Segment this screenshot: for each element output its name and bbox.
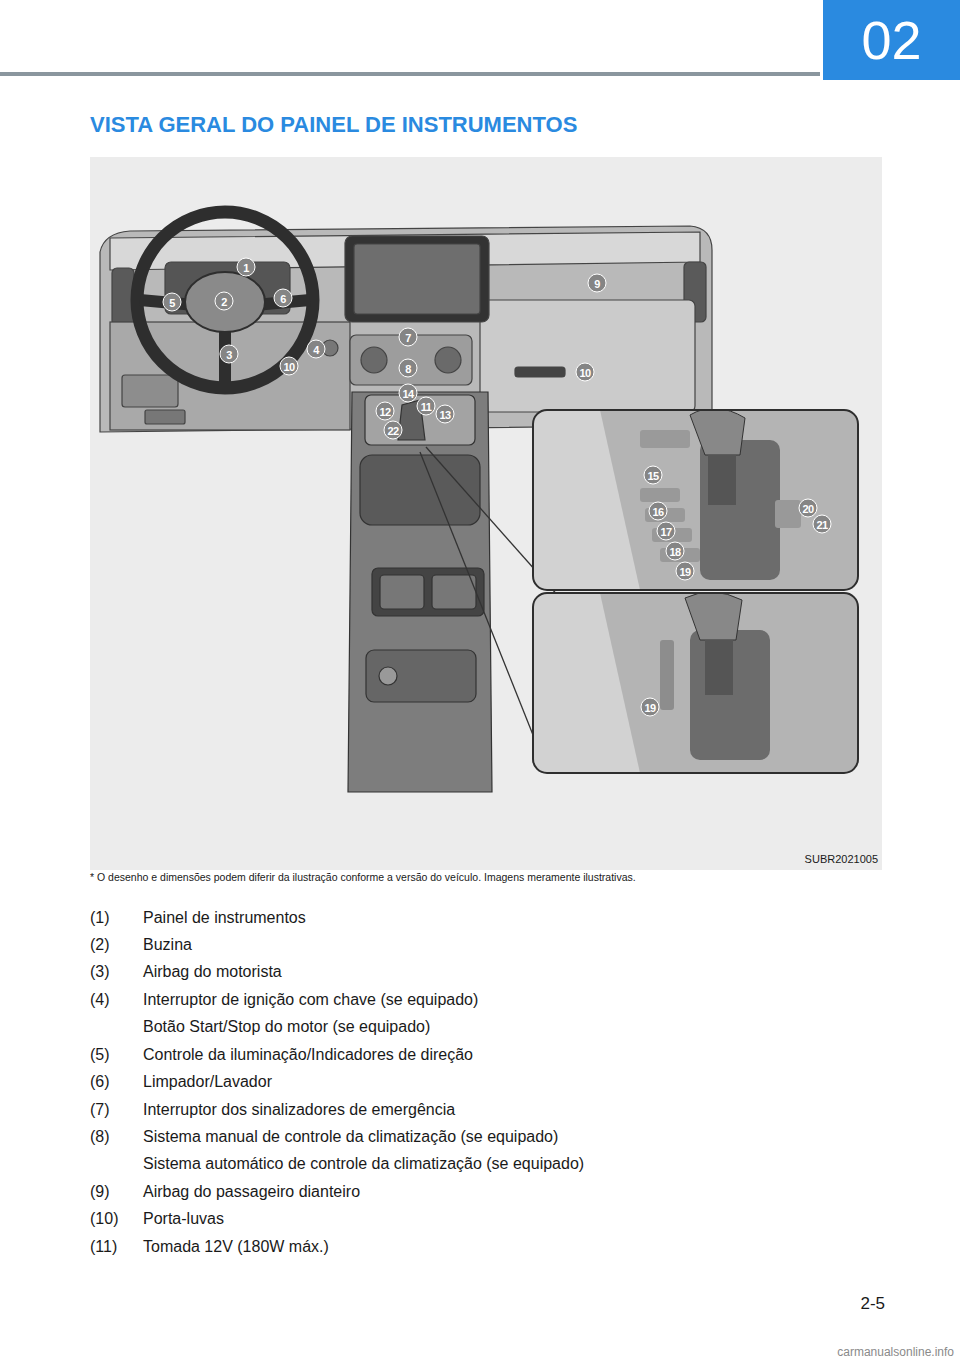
steering-wheel [137, 212, 313, 388]
watermark: carmanualsonline.info [837, 1342, 954, 1362]
list-number: (10) [90, 1209, 118, 1229]
callout-number: 1 [237, 258, 256, 277]
page-title: VISTA GERAL DO PAINEL DE INSTRUMENTOS [90, 112, 577, 138]
callout-number: 18 [666, 542, 685, 561]
callout-number: 20 [799, 499, 818, 518]
callout-number: 21 [813, 515, 832, 534]
callout-number: 9 [588, 274, 607, 293]
list-number: (11) [90, 1237, 117, 1257]
header-rule [0, 72, 820, 76]
callout-number: 6 [274, 289, 293, 308]
callout-number: 22 [384, 421, 403, 440]
figure-ground [90, 157, 882, 870]
list-text: Interruptor dos sinalizadores de emergên… [143, 1100, 455, 1120]
callout-number: 2 [215, 292, 234, 311]
callout-number: 14 [399, 384, 418, 403]
inset-shifter-buttons [533, 410, 858, 590]
callout-number: 5 [163, 293, 182, 312]
callout-number: 7 [399, 328, 418, 347]
callout-number: 16 [649, 502, 668, 521]
list-text: Porta-luvas [143, 1209, 224, 1229]
list-number: (7) [90, 1100, 110, 1120]
inset-frame-2 [533, 593, 858, 773]
dashboard [100, 226, 712, 432]
list-text: Airbag do motorista [143, 962, 282, 982]
inset-frame-1 [533, 410, 858, 590]
list-text: Botão Start/Stop do motor (se equipado) [143, 1017, 430, 1037]
list-text: Sistema automático de controle da climat… [143, 1154, 584, 1174]
list-number: (9) [90, 1182, 110, 1202]
callout-number: 8 [399, 359, 418, 378]
list-text: Airbag do passageiro dianteiro [143, 1182, 360, 1202]
list-number: (6) [90, 1072, 110, 1092]
page-number: 2-5 [860, 1294, 885, 1314]
figure-note: * O desenho e dimensões podem diferir da… [90, 871, 636, 883]
list-text: Tomada 12V (180W máx.) [143, 1237, 329, 1257]
list-text: Controle da iluminação/Indicadores de di… [143, 1045, 473, 1065]
callout-number: 10 [576, 363, 595, 382]
callout-number: 19 [676, 562, 695, 581]
figure-code: SUBR2021005 [805, 849, 878, 869]
list-text: Limpador/Lavador [143, 1072, 272, 1092]
callout-number: 19 [641, 698, 660, 717]
list-text: Interruptor de ignição com chave (se equ… [143, 990, 478, 1010]
list-number: (3) [90, 962, 110, 982]
callout-number: 13 [436, 405, 455, 424]
list-number: (4) [90, 990, 110, 1010]
list-text: Painel de instrumentos [143, 908, 306, 928]
list-number: (2) [90, 935, 110, 955]
callout-number: 15 [644, 466, 663, 485]
list-number: (5) [90, 1045, 110, 1065]
list-number: (8) [90, 1127, 110, 1147]
callout-number: 3 [220, 345, 239, 364]
chapter-number: 02 [861, 13, 921, 67]
list-text: Buzina [143, 935, 192, 955]
callout-number: 4 [307, 340, 326, 359]
callout-number: 17 [657, 522, 676, 541]
inset-shifter [533, 593, 858, 773]
list-number: (1) [90, 908, 110, 928]
callout-number: 12 [376, 402, 395, 421]
callout-number: 11 [417, 397, 436, 416]
chapter-tab: 02 [823, 0, 960, 80]
callout-number: 10 [280, 357, 299, 376]
list-text: Sistema manual de controle da climatizaç… [143, 1127, 558, 1147]
